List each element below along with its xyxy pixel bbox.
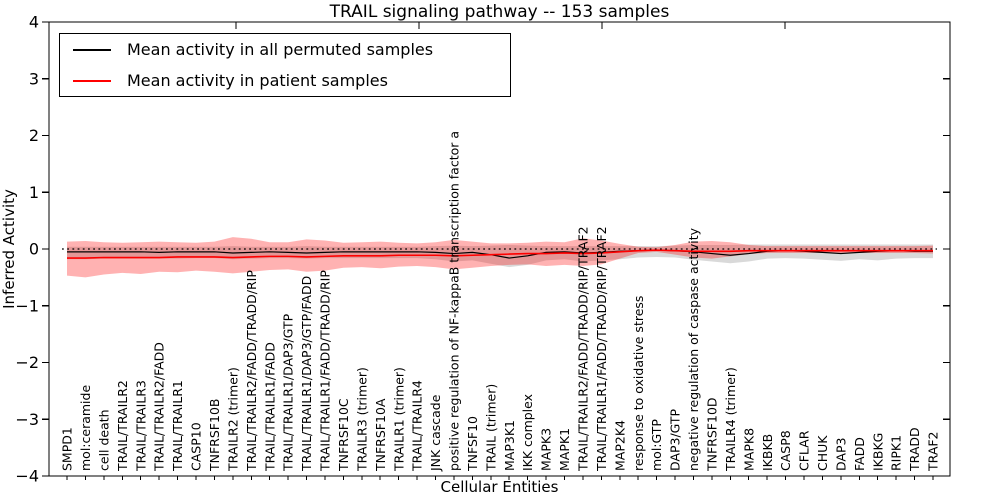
x-tick-label: TRAIL (trimer): [483, 384, 498, 472]
x-tick-label: TRAIL/TRAILR2: [115, 380, 130, 472]
y-tick-label: −2: [15, 353, 39, 372]
x-tick-label: positive regulation of NF-kappaB transcr…: [447, 131, 462, 471]
y-tick-label: −4: [15, 467, 39, 486]
x-tick-label: RIPK1: [889, 435, 904, 471]
x-tick-label: TRAF2: [926, 431, 941, 472]
x-tick-label: TRAILR1 (trimer): [391, 367, 406, 472]
legend-label-patient: Mean activity in patient samples: [127, 71, 388, 90]
x-axis-label: Cellular Entities: [440, 478, 559, 496]
legend-label-permuted: Mean activity in all permuted samples: [127, 40, 434, 59]
x-tick-label: DAP3: [833, 438, 848, 471]
x-tick-label: TRAILR4 (trimer): [723, 367, 738, 472]
x-tick-label: mol:GTP: [649, 419, 664, 471]
x-tick-label: TRAIL/TRAILR1/FADD/TRADD/RIP/TRAF2: [594, 226, 609, 472]
x-tick-label: IKBKG: [870, 433, 885, 471]
x-tick-label: TNFRSF10A: [373, 398, 388, 472]
x-tick-label: mol:ceramide: [78, 385, 93, 471]
legend-line-red-icon: [73, 79, 111, 82]
y-tick-label: −1: [15, 296, 39, 315]
legend-line-black-icon: [73, 48, 111, 51]
x-tick-label: negative regulation of caspase activity: [686, 227, 701, 471]
x-tick-label: CASP10: [189, 422, 204, 471]
legend: Mean activity in all permuted samples Me…: [59, 33, 511, 97]
x-tick-label: TNFRSF10B: [207, 399, 222, 472]
x-tick-label: TRAIL/TRAILR1: [170, 380, 185, 472]
x-tick-label: MAPK3: [539, 428, 554, 471]
x-tick-label: TRAILR2 (trimer): [225, 367, 240, 472]
x-tick-label: IKBKB: [760, 434, 775, 471]
x-tick-label: MAP2K4: [612, 420, 627, 471]
x-tick-label: CFLAR: [797, 430, 812, 471]
x-tick-label: TRAIL/TRAILR3: [133, 380, 148, 472]
x-tick-label: CHUK: [815, 435, 830, 471]
x-tick-label: TNFRSF10C: [336, 398, 351, 472]
y-tick-label: 1: [29, 183, 39, 202]
x-tick-label: TNFSF10: [465, 416, 480, 472]
x-tick-label: TRAILR3 (trimer): [354, 367, 369, 472]
y-axis-label: Inferred Activity: [0, 189, 18, 309]
y-tick-label: −3: [15, 410, 39, 429]
x-tick-label: TNFRSF10D: [704, 397, 719, 472]
legend-item-patient: Mean activity in patient samples: [60, 66, 510, 96]
x-tick-label: IKK complex: [520, 394, 535, 471]
chart-title: TRAIL signaling pathway -- 153 samples: [329, 2, 670, 22]
x-tick-label: TRAIL/TRAILR2/FADD: [152, 342, 167, 472]
x-tick-label: MAPK8: [741, 428, 756, 471]
x-tick-label: TRAIL/TRAILR1/FADD/TRADD/RIP: [318, 270, 333, 472]
patient-std-band: [67, 237, 933, 278]
y-tick-label: 0: [29, 240, 39, 259]
x-tick-label: DAP3/GTP: [668, 408, 683, 471]
x-tick-label: cell death: [96, 409, 111, 471]
x-tick-label: JNK cascade: [428, 394, 443, 472]
x-tick-label: response to oxidative stress: [631, 296, 646, 471]
x-tick-label: TRAIL/TRAILR1/DAP3/GTP/FADD: [299, 276, 314, 472]
patient-mean-line: [67, 249, 933, 259]
y-tick-label: 2: [29, 126, 39, 145]
x-tick-label: CASP8: [778, 430, 793, 471]
x-tick-label: TRAIL/TRAILR1/DAP3/GTP: [281, 313, 296, 472]
x-tick-label: TRAIL/TRAILR4: [410, 380, 425, 472]
x-tick-label: TRAIL/TRAILR2/FADD/TRADD/RIP: [244, 270, 259, 472]
x-tick-label: TRAIL/TRAILR1/FADD: [262, 342, 277, 472]
y-tick-label: 3: [29, 69, 39, 88]
legend-item-permuted: Mean activity in all permuted samples: [60, 35, 510, 65]
x-tick-label: FADD: [852, 437, 867, 471]
x-tick-label: TRAIL/TRAILR2/FADD/TRADD/RIP/TRAF2: [576, 226, 591, 472]
x-tick-label: MAP3K1: [502, 420, 517, 471]
x-tick-label: MAPK1: [557, 428, 572, 471]
y-tick-label: 4: [29, 13, 39, 32]
x-tick-label: TRADD: [907, 427, 922, 472]
x-tick-label: SMPD1: [60, 427, 75, 471]
